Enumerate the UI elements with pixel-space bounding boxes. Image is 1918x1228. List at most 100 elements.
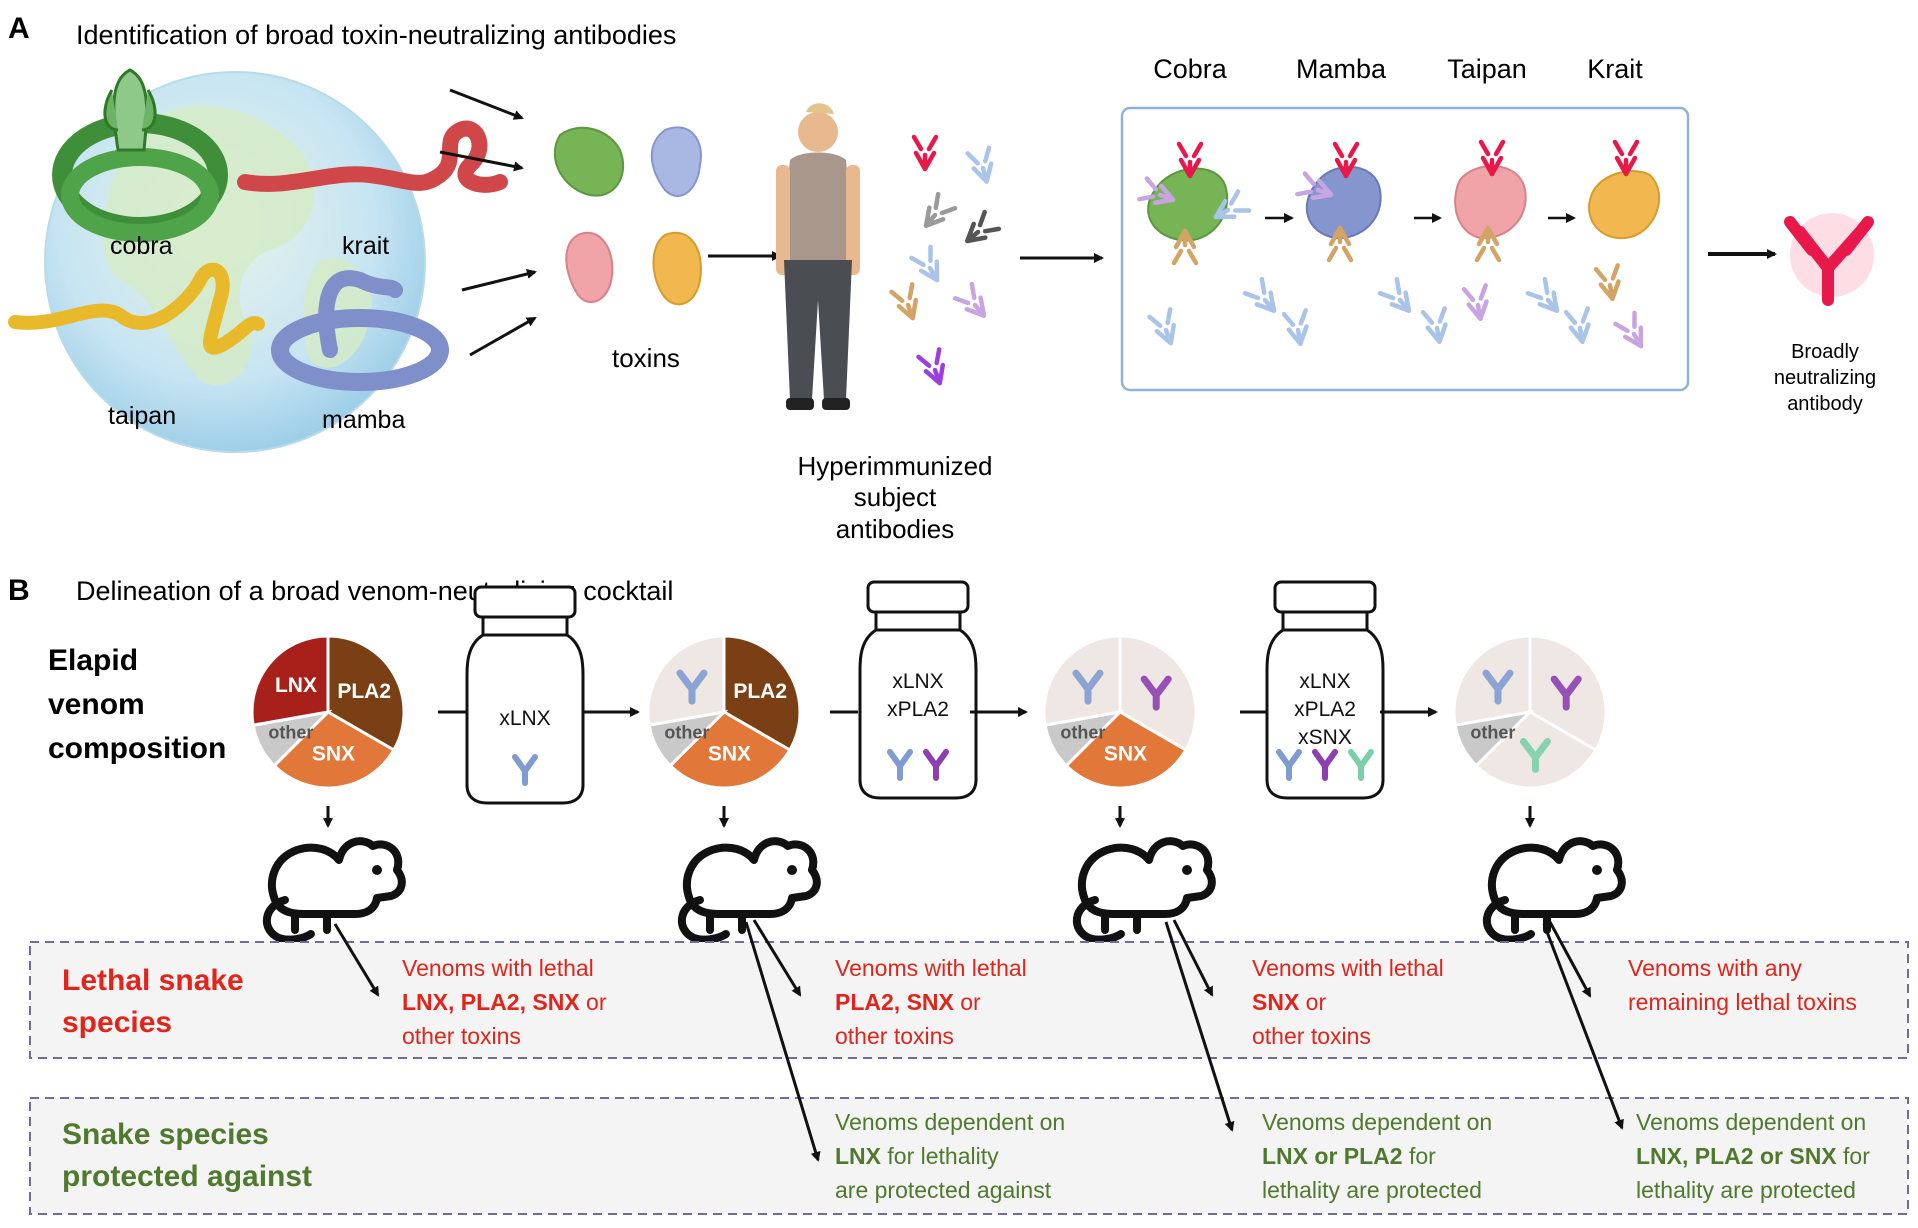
vial-antibody-icon [923, 749, 949, 781]
lethal-label-line1: Lethal snake [62, 964, 244, 997]
pie-label-pla2: PLA2 [337, 680, 391, 703]
taipan-icon [8, 262, 265, 355]
subject-label-line2: subject [854, 482, 937, 512]
neutralizer-icon [1140, 675, 1172, 711]
composition-label-line1: Elapid [48, 644, 138, 677]
outcome-line2: LNX for lethality [835, 1143, 999, 1169]
pie-slice-lnx [250, 634, 330, 727]
result-label-line2: neutralizing [1774, 367, 1876, 389]
panel-a-title: Identification of broad toxin-neutralizi… [76, 20, 676, 50]
outcome-line1: Venoms with any [1628, 955, 1802, 981]
screening-box [1120, 106, 1690, 392]
taipan-toxin-icon [652, 231, 702, 306]
polyclonal-antibodies [892, 137, 999, 387]
vial-1: xLNX [465, 585, 585, 805]
mouse-to-outcome-arrows [333, 919, 1624, 1162]
outcome-line3: other toxins [835, 1023, 954, 1049]
header-krait: Krait [1587, 54, 1643, 84]
vial-label: xPLA2 [887, 698, 949, 721]
composition-label: Elapid venom composition [48, 644, 226, 765]
mamba-label: mamba [322, 406, 405, 434]
vial-label: xLNX [499, 707, 550, 730]
mamba-toxin-icon [650, 126, 702, 197]
panel-b-letter: B [8, 574, 30, 607]
protected-label-line1: Snake species [62, 1118, 269, 1151]
protected-label-line2: protected against [62, 1160, 312, 1193]
cobra-toxin-icon [553, 126, 625, 197]
header-mamba: Mamba [1296, 54, 1387, 84]
outcome-line3: lethality are protected [1262, 1177, 1482, 1203]
pie-slice-snx [272, 710, 396, 790]
mouse-icon-3 [1077, 841, 1212, 939]
outcome-line1: Venoms with lethal [1252, 955, 1444, 981]
pie-to-mouse-arrows [323, 806, 1535, 828]
vial-2: xLNX xPLA2 [858, 580, 978, 800]
header-taipan: Taipan [1447, 54, 1527, 84]
cobra-icon [52, 68, 228, 242]
subject-label-line1: Hyperimmunized [797, 451, 992, 481]
screen-taipan-toxin [1588, 170, 1660, 240]
vial-label: xPLA2 [1294, 698, 1356, 721]
outcome-line1: Venoms dependent on [835, 1109, 1065, 1135]
continent-shape [103, 105, 315, 386]
outcome-line2: PLA2, SNX or [835, 989, 981, 1015]
outcome-line1: Venoms dependent on [1636, 1109, 1866, 1135]
pie-label-lnx: LNX [275, 674, 317, 697]
outcome-line3: lethality are protected [1636, 1177, 1856, 1203]
panel-b-title: Delineation of a broad venom-neutralizin… [76, 576, 673, 606]
outcome-line3: other toxins [402, 1023, 521, 1049]
human-subject-icon [776, 103, 860, 410]
outcome-line2: LNX, PLA2 or SNX for [1636, 1143, 1870, 1169]
neutralizer-icon [1072, 669, 1104, 705]
vial-antibody-icon [1276, 749, 1302, 781]
composition-label-line2: venom [48, 688, 145, 721]
neutralizer-icon [676, 669, 708, 705]
screening-steps [1139, 142, 1660, 352]
krait-icon [237, 120, 508, 193]
neutralizer-icon [1519, 737, 1551, 773]
krait-toxin-icon [565, 231, 614, 304]
cobra-label: cobra [110, 232, 173, 260]
header-cobra: Cobra [1153, 54, 1228, 84]
pie-label-snx: SNX [1104, 742, 1147, 765]
lethal-label-line2: species [62, 1006, 172, 1039]
pie-label-other: other [268, 722, 313, 742]
protected-species-box [29, 1097, 1909, 1215]
outcome-line2: LNX, PLA2, SNX or [402, 989, 607, 1015]
subject-label: Hyperimmunized subject antibodies [797, 451, 992, 544]
vial-antibody-icon [512, 754, 538, 786]
broadly-neutralizing-antibody-icon [1784, 213, 1874, 306]
pie-label-other: other [1060, 722, 1105, 742]
pie-label-pla2: PLA2 [733, 680, 787, 703]
globe-to-toxin-arrows [439, 88, 537, 357]
panel-a-letter: A [8, 12, 30, 45]
toxin-blobs [553, 126, 702, 306]
pie-slice-snx [668, 710, 792, 790]
mouse-icon-4 [1487, 841, 1622, 939]
outcome-line2: LNX or PLA2 for [1262, 1143, 1436, 1169]
lethal-label: Lethal snake species [62, 964, 244, 1039]
outcome-line1: Venoms with lethal [835, 955, 1027, 981]
toxins-label: toxins [612, 343, 680, 373]
outcome-line1: Venoms with lethal [402, 955, 594, 981]
outcome-line2: SNX or [1252, 989, 1326, 1015]
outcome-line3: are protected against [835, 1177, 1052, 1203]
neutralizer-icon [1550, 675, 1582, 711]
result-label-line3: antibody [1787, 393, 1863, 415]
pie-slice-snx [1474, 710, 1598, 790]
outcome-line3: other toxins [1252, 1023, 1371, 1049]
result-label: Broadly neutralizing antibody [1774, 341, 1876, 415]
vial-label: xLNX [892, 670, 943, 693]
venom-pie-4: other [1452, 634, 1608, 790]
composition-label-line3: composition [48, 732, 226, 765]
vial-antibody-icon [887, 749, 913, 781]
mamba-icon [271, 270, 449, 391]
